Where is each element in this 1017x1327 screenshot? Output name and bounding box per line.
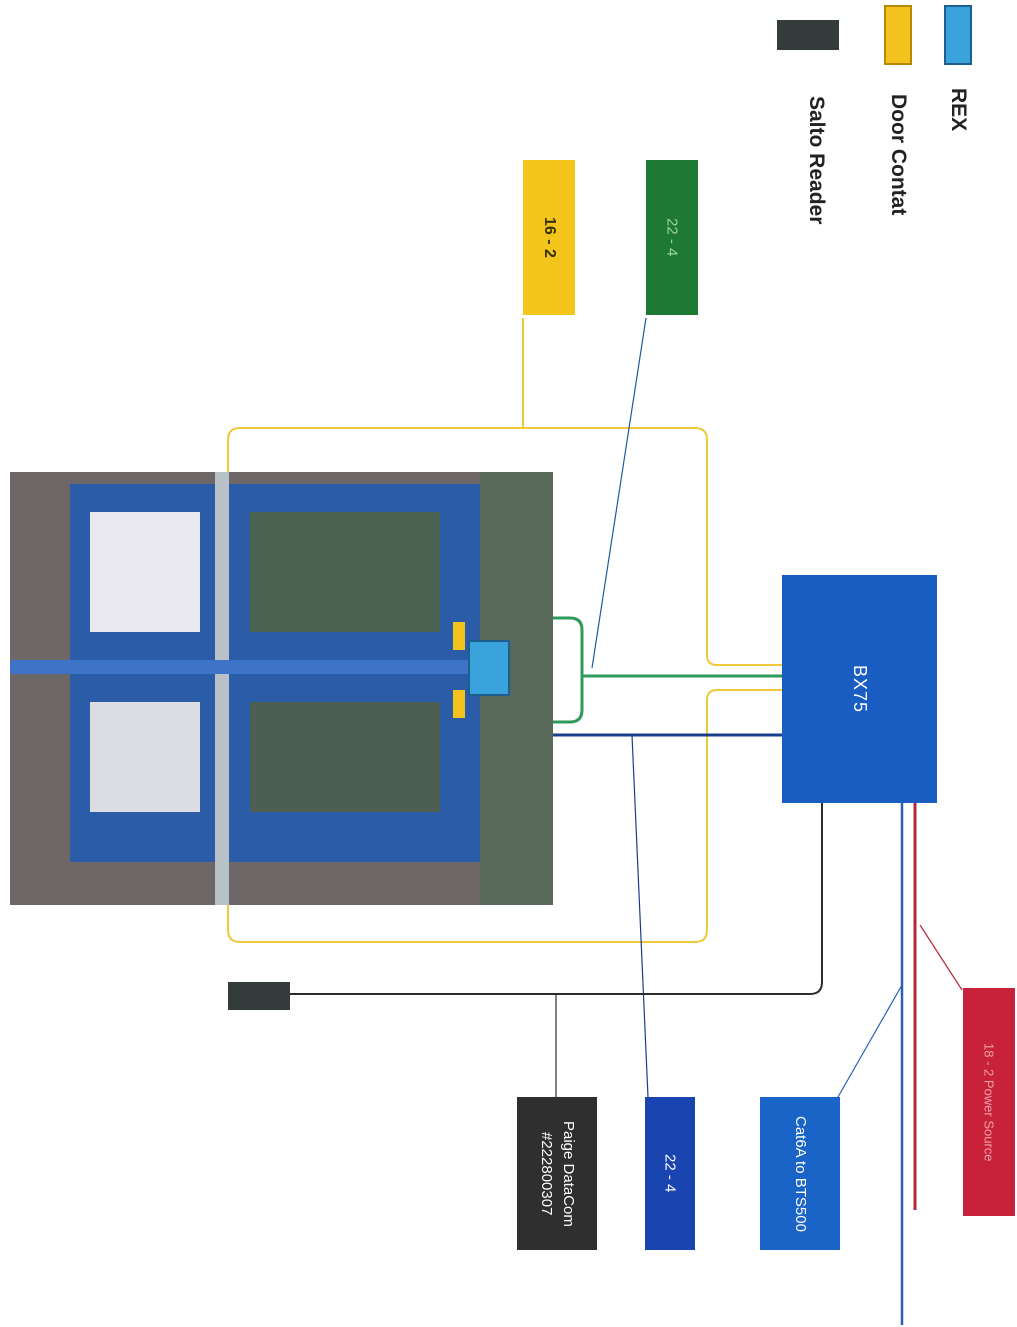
green-leader	[591, 317, 647, 669]
salto-reader-device	[228, 982, 290, 1010]
window-left-bottom	[250, 512, 440, 632]
legend-swatch-door-contact	[884, 5, 912, 65]
door-photo	[10, 472, 553, 905]
cable-box-22-4-navy: 22 - 4	[645, 1097, 695, 1250]
green-wire-loop	[460, 616, 584, 724]
door-contact-right	[453, 690, 465, 718]
door-rail	[215, 472, 229, 905]
blue-leader	[837, 984, 903, 1098]
navy-leader	[631, 734, 649, 1098]
legend-label-salto-reader: Salto Reader	[805, 95, 828, 225]
yellow-wire-upper	[523, 427, 782, 666]
window-right-top	[90, 702, 200, 812]
cable-box-paige-datacom: Paige DataCom #222800307	[517, 1097, 597, 1250]
cable-box-power-source: 18 - 2 Power Source	[963, 988, 1015, 1216]
black-wire	[290, 803, 823, 995]
legend-swatch-salto-reader	[777, 20, 839, 50]
window-left-top	[90, 512, 200, 632]
door-contact-left	[453, 622, 465, 650]
legend-swatch-rex	[944, 5, 972, 65]
window-right-bottom	[250, 702, 440, 812]
rex-sensor	[468, 640, 510, 696]
cable-box-cat6a: Cat6A to BTS500	[760, 1097, 840, 1250]
controller-bx75: BX75	[782, 575, 937, 803]
door-center-seam	[10, 660, 553, 674]
cable-box-22-4-green: 22 - 4	[646, 160, 698, 315]
cable-box-16-2: 16 - 2	[523, 160, 575, 315]
legend-label-door-contact: Door Contat	[887, 94, 910, 216]
legend-label-rex: REX	[947, 88, 970, 132]
red-leader	[919, 924, 963, 991]
yellow-wire-loop	[227, 318, 782, 943]
